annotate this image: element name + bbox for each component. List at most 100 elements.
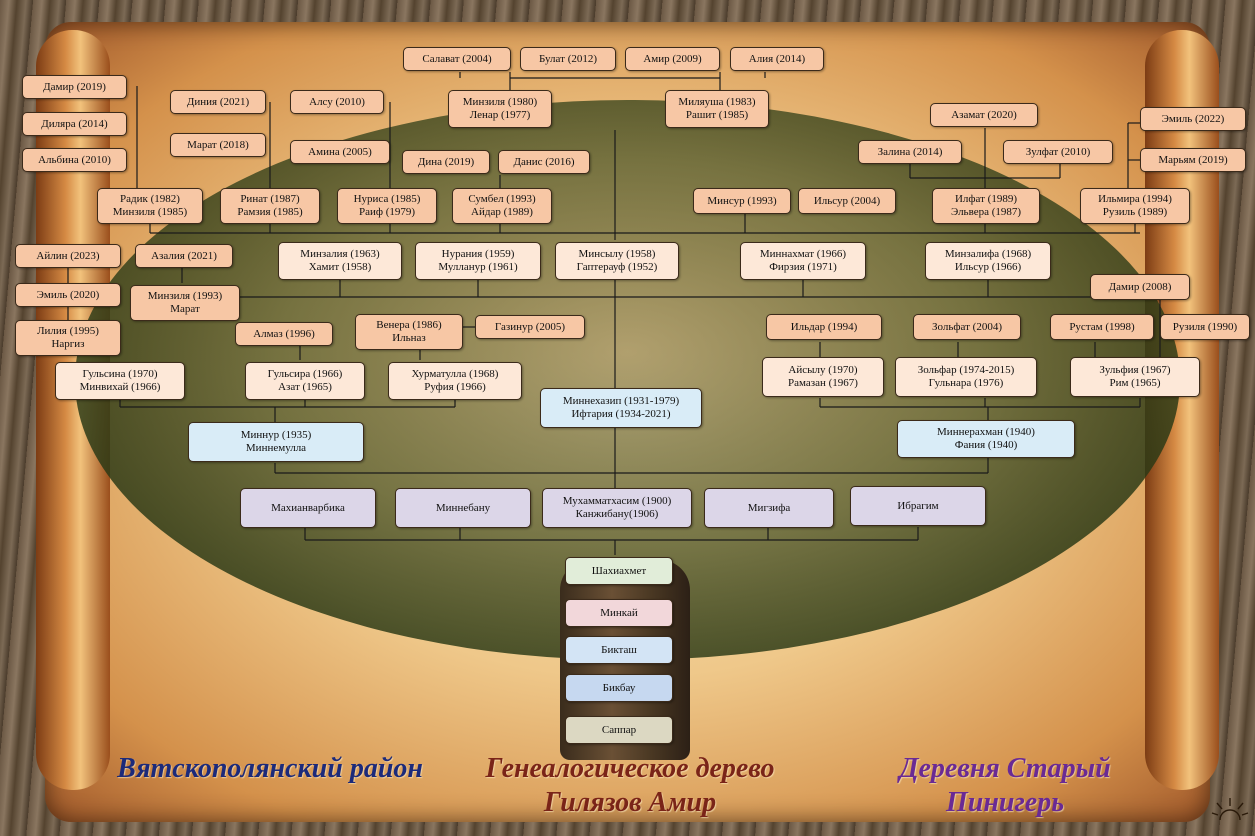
spouse-1: Радик (1982) [120,193,180,205]
tree-title-line2: Гилязов Амир [543,787,717,818]
person-albina[interactable]: Альбина (2010) [22,148,127,172]
spouse-2: Айдар (1989) [471,206,533,218]
couple-zulfiya[interactable]: Зульфия (1967) Рим (1965) [1070,357,1200,397]
spouse-2: Гаптерауф (1952) [576,261,658,273]
couple-gulsina[interactable]: Гульсина (1970) Минвихай (1966) [55,362,185,400]
spouse-2: Рузиль (1989) [1102,206,1168,218]
village-title: Деревня Старый Пинигерь [870,752,1140,820]
couple-muhammathasim[interactable]: Мухамматхасим (1900) Канжибану(1906) [542,488,692,528]
spouse-2: Гульнара (1976) [928,377,1004,389]
spouse-2: Мулланур (1961) [438,261,518,273]
ancestor-sappar[interactable]: Саппар [565,716,673,744]
person-diniya[interactable]: Диния (2021) [170,90,266,114]
person-zalina[interactable]: Залина (2014) [858,140,962,164]
spouse-2: Рамзия (1985) [237,206,303,218]
spouse-1: Миннехазип (1931-1979) [562,395,680,407]
person-azamat[interactable]: Азамат (2020) [930,103,1038,127]
couple-minzalifa[interactable]: Минзалифа (1968) Ильсур (1966) [925,242,1051,280]
spouse-2: Ильназ [392,332,426,344]
couple-minzilya-1993[interactable]: Минзиля (1993) Марат [130,285,240,321]
person-emil-2020[interactable]: Эмиль (2020) [15,283,121,307]
spouse-2: Ленар (1977) [469,109,531,121]
person-migzifa[interactable]: Мигзифа [704,488,834,528]
person-zulfat[interactable]: Зулфат (2010) [1003,140,1113,164]
couple-minnehazip[interactable]: Миннехазип (1931-1979) Ифтария (1934-202… [540,388,702,428]
person-zolfat[interactable]: Зольфат (2004) [913,314,1021,340]
person-amir[interactable]: Амир (2009) [625,47,720,71]
couple-liliya[interactable]: Лилия (1995) Наргиз [15,320,121,356]
person-aliya[interactable]: Алия (2014) [730,47,824,71]
couple-aysylu[interactable]: Айсылу (1970) Рамазан (1967) [762,357,884,397]
person-bulat[interactable]: Булат (2012) [520,47,616,71]
person-alsu[interactable]: Алсу (2010) [290,90,384,114]
sun-rays-icon [1211,798,1249,821]
person-aylin[interactable]: Айлин (2023) [15,244,121,268]
couple-ilfat[interactable]: Илфат (1989) Эльвера (1987) [932,188,1040,224]
couple-sumbel[interactable]: Сумбел (1993) Айдар (1989) [452,188,552,224]
couple-minnahmat[interactable]: Миннахмат (1966) Фирзия (1971) [740,242,866,280]
ancestor-bikbau[interactable]: Бикбау [565,674,673,702]
person-danis[interactable]: Данис (2016) [498,150,590,174]
couple-milyausha[interactable]: Миляуша (1983) Рашит (1985) [665,90,769,128]
couple-radik[interactable]: Радик (1982) Минзиля (1985) [97,188,203,224]
ancestor-shahiahmet[interactable]: Шахиахмет [565,557,673,585]
person-ruzilya[interactable]: Рузиля (1990) [1160,314,1250,340]
couple-nurisa[interactable]: Нуриса (1985) Раиф (1979) [337,188,437,224]
spouse-2: Раиф (1979) [358,206,416,218]
person-dina[interactable]: Дина (2019) [402,150,490,174]
spouse-1: Мухамматхасим (1900) [562,495,672,507]
spouse-1: Миннахмат (1966) [759,248,847,260]
person-azaliya[interactable]: Азалия (2021) [135,244,233,268]
person-emil-2022[interactable]: Эмиль (2022) [1140,107,1246,131]
person-damir-2019[interactable]: Дамир (2019) [22,75,127,99]
spouse-1: Гульсина (1970) [82,368,158,380]
district-title: Вятскополянский район [117,753,423,784]
spouse-1: Лилия (1995) [37,325,99,337]
person-salavat[interactable]: Салават (2004) [403,47,511,71]
spouse-2: Фания (1940) [954,439,1018,451]
couple-venera[interactable]: Венера (1986) Ильназ [355,314,463,350]
person-ilsur-2004[interactable]: Ильсур (2004) [798,188,896,214]
person-damir-2008[interactable]: Дамир (2008) [1090,274,1190,300]
person-amina[interactable]: Амина (2005) [290,140,390,164]
spouse-1: Гульсира (1966) [267,368,343,380]
person-almaz[interactable]: Алмаз (1996) [235,322,333,346]
person-ibragim[interactable]: Ибрагим [850,486,986,526]
couple-minnur[interactable]: Миннур (1935) Миннемулла [188,422,364,462]
person-maryam[interactable]: Марьям (2019) [1140,148,1246,172]
village-title-line2: Пинигерь [945,787,1065,818]
spouse-1: Минзалия (1963) [300,248,380,260]
spouse-1: Нуриса (1985) [353,193,421,205]
spouse-1: Минзалифа (1968) [944,248,1032,260]
couple-minnerahman[interactable]: Миннерахман (1940) Фания (1940) [897,420,1075,458]
person-mahianvarbika[interactable]: Махианварбика [240,488,376,528]
person-gazinur[interactable]: Газинур (2005) [475,315,585,339]
couple-nuraniya[interactable]: Нурания (1959) Мулланур (1961) [415,242,541,280]
couple-minzaliya[interactable]: Минзалия (1963) Хамит (1958) [278,242,402,280]
ancestor-biktash[interactable]: Бикташ [565,636,673,664]
person-dilyara[interactable]: Диляра (2014) [22,112,127,136]
spouse-1: Минзиля (1993) [147,290,223,302]
spouse-1: Айсылу (1970) [788,364,858,376]
person-minnebanu[interactable]: Миннебану [395,488,531,528]
couple-gulsira[interactable]: Гульсира (1966) Азат (1965) [245,362,365,400]
couple-zolfar[interactable]: Зольфар (1974-2015) Гульнара (1976) [895,357,1037,397]
spouse-1: Миннур (1935) [240,429,312,441]
spouse-2: Миннемулла [245,442,307,454]
couple-rinat[interactable]: Ринат (1987) Рамзия (1985) [220,188,320,224]
tree-title-line1: Генеалогическое дерево [485,753,775,784]
couple-minsylu[interactable]: Минсылу (1958) Гаптерауф (1952) [555,242,679,280]
spouse-1: Венера (1986) [376,319,442,331]
person-marat-2018[interactable]: Марат (2018) [170,133,266,157]
couple-hurmatulla[interactable]: Хурматулла (1968) Руфия (1966) [388,362,522,400]
couple-minzilya-1980[interactable]: Минзиля (1980) Ленар (1977) [448,90,552,128]
person-ildar[interactable]: Ильдар (1994) [766,314,882,340]
person-minsur[interactable]: Минсур (1993) [693,188,791,214]
ancestor-minkay[interactable]: Минкай [565,599,673,627]
spouse-2: Азат (1965) [278,381,332,393]
person-rustam[interactable]: Рустам (1998) [1050,314,1154,340]
couple-ilmira[interactable]: Ильмира (1994) Рузиль (1989) [1080,188,1190,224]
village-title-line1: Деревня Старый [899,753,1111,784]
spouse-1: Ринат (1987) [240,193,300,205]
